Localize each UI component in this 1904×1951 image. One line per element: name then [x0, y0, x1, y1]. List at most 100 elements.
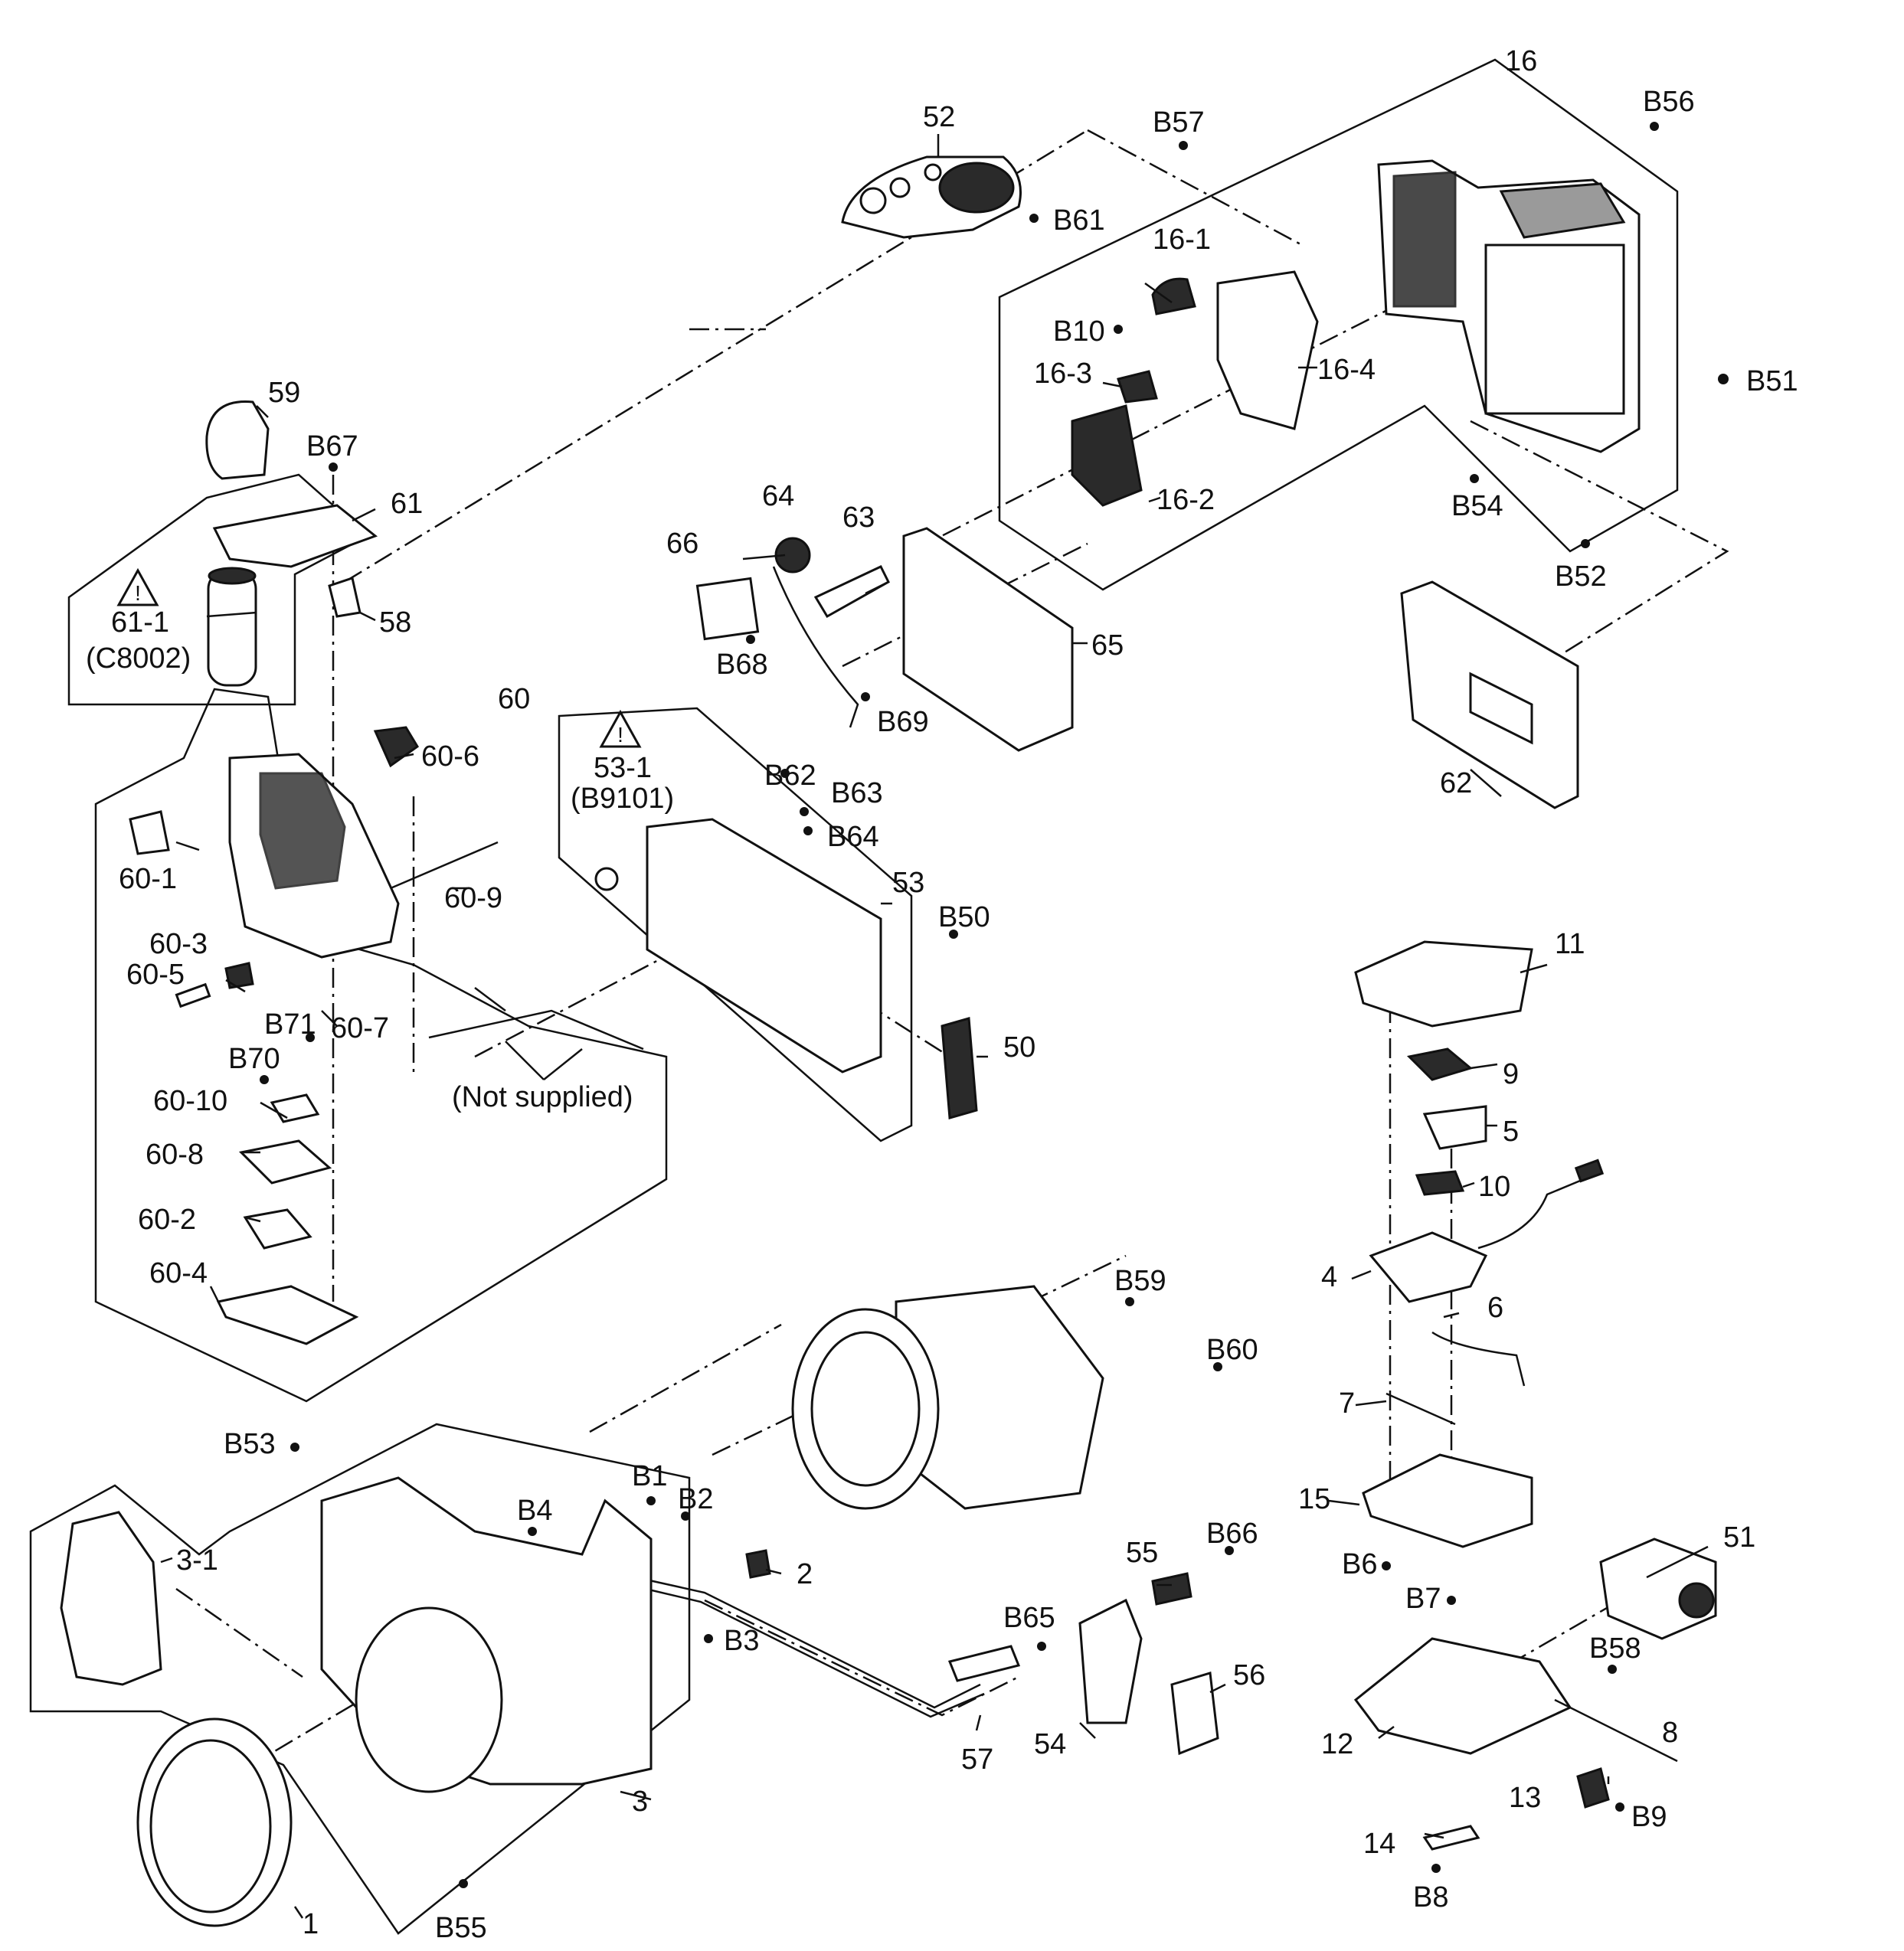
label-60: 60	[498, 683, 530, 715]
label-1: 1	[303, 1908, 319, 1940]
part-16-2-switch-block	[1071, 404, 1143, 507]
group-61-outline	[67, 473, 370, 706]
label-60-4: 60-4	[149, 1257, 208, 1289]
label-B10: B10	[1053, 315, 1105, 348]
label-55: 55	[1126, 1537, 1158, 1569]
label-B70: B70	[228, 1043, 280, 1075]
group-16-outline	[998, 58, 1679, 591]
part-60-2-plate	[243, 1208, 312, 1250]
guide-line-52-16	[1087, 129, 1303, 247]
part-3-front-cover	[320, 1476, 653, 1793]
part-66-sheet	[695, 577, 760, 641]
part-60-10-sheet	[270, 1093, 320, 1123]
label-B59: B59	[1114, 1265, 1166, 1297]
label-B50: B50	[938, 901, 990, 933]
label-B52: B52	[1555, 560, 1607, 593]
part-6-spring	[1431, 1331, 1526, 1387]
label-B63: B63	[831, 777, 883, 809]
leader-lines	[160, 134, 1709, 1919]
part-not-supplied-harness	[428, 987, 644, 1051]
label-62: 62	[1440, 767, 1472, 799]
guide-line-3-3-1	[175, 1587, 303, 1678]
guide-line-62	[1470, 420, 1729, 660]
part-15-base	[1362, 1453, 1533, 1548]
wire-2-57-b	[635, 1585, 985, 1718]
label-60-6: 60-6	[421, 740, 479, 773]
group-60-outline	[94, 688, 668, 1403]
label-16-1: 16-1	[1153, 224, 1211, 256]
part-2-clip	[745, 1549, 771, 1579]
label-53: 53	[892, 867, 924, 899]
label-B57: B57	[1153, 106, 1205, 139]
label-9: 9	[1503, 1058, 1519, 1090]
label-13: 13	[1509, 1782, 1541, 1814]
part-60-5-spring	[175, 982, 211, 1008]
part-62-lcd-panel	[1400, 580, 1579, 809]
label-B51: B51	[1746, 365, 1798, 397]
label-B3: B3	[724, 1625, 759, 1657]
label-B56: B56	[1643, 86, 1695, 118]
part-1-lens-ring	[136, 1717, 293, 1927]
part-14-bracket	[1422, 1825, 1480, 1851]
part-63-flex	[813, 565, 890, 619]
label-16-3: 16-3	[1034, 358, 1092, 390]
label-B60: B60	[1206, 1334, 1258, 1366]
part-60-6-button	[373, 726, 419, 768]
label-53-1: 53-1	[594, 752, 652, 784]
label-B1: B1	[632, 1460, 667, 1492]
part-9-plate	[1406, 1047, 1474, 1081]
part-60-chassis	[228, 753, 400, 959]
part-16-1-button	[1151, 277, 1196, 315]
label-54: 54	[1034, 1728, 1066, 1760]
part-64-speaker	[772, 537, 859, 728]
part-60-1-clip	[129, 810, 170, 855]
part-16-rear-cover	[1377, 159, 1641, 453]
part-3-1-grip	[60, 1511, 162, 1686]
label-63: 63	[842, 502, 875, 534]
label-52: 52	[923, 101, 955, 133]
part-4-flash-unit	[1369, 1159, 1605, 1303]
part-10-sheet	[1415, 1170, 1465, 1196]
label-B68: B68	[716, 649, 768, 681]
label-B55: B55	[435, 1912, 487, 1944]
label-11: 11	[1555, 928, 1585, 960]
label-16: 16	[1505, 45, 1537, 77]
label-3-1: 3-1	[176, 1544, 218, 1577]
label-not-supplied: (Not supplied)	[452, 1081, 633, 1113]
guide-line-65-16	[911, 274, 1456, 553]
label-B61: B61	[1053, 204, 1105, 237]
label-4: 4	[1321, 1261, 1337, 1293]
part-52-top-cover	[841, 155, 1022, 239]
svg-text:!: !	[617, 723, 623, 747]
label-C8002: (C8002)	[86, 642, 191, 675]
part-8-shaft	[1554, 1698, 1678, 1763]
label-B71: B71	[264, 1008, 316, 1041]
part-51-zoom-motor	[1599, 1538, 1717, 1640]
part-60-4-base	[216, 1285, 359, 1345]
label-58: 58	[379, 606, 411, 639]
svg-text:!: !	[135, 581, 141, 605]
group-53-outline	[558, 707, 913, 1142]
guide-line-lens-3b	[589, 1323, 782, 1433]
part-54-bracket	[1078, 1598, 1143, 1724]
part-58-bracket	[328, 577, 361, 618]
label-61: 61	[391, 488, 423, 520]
label-8: 8	[1662, 1717, 1678, 1749]
label-B62: B62	[764, 760, 816, 792]
label-B4: B4	[517, 1495, 552, 1527]
label-59: 59	[268, 377, 300, 409]
label-60-10: 60-10	[153, 1085, 227, 1117]
label-6: 6	[1487, 1292, 1503, 1324]
warning-icon: !	[599, 709, 642, 748]
warning-icon: !	[116, 567, 159, 606]
label-60-8: 60-8	[146, 1139, 204, 1171]
part-55-connector	[1151, 1572, 1192, 1606]
label-B9101: (B9101)	[571, 783, 674, 815]
label-60-7: 60-7	[331, 1012, 389, 1044]
part-13-switch	[1576, 1767, 1610, 1809]
part-12-bottom-cover	[1353, 1637, 1572, 1755]
part-57-connector	[947, 1645, 1021, 1682]
label-B54: B54	[1451, 490, 1503, 522]
label-56: 56	[1233, 1659, 1265, 1691]
